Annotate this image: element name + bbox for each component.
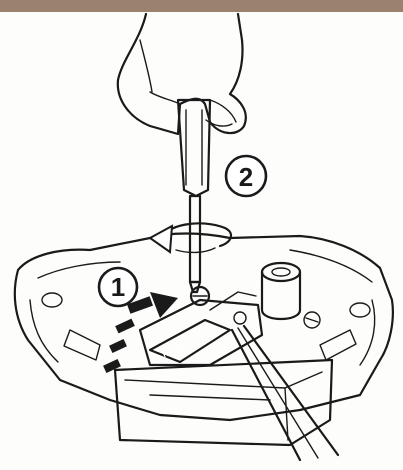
brand-label: Hirschmann [162, 335, 204, 360]
step-number-2: 2 [239, 162, 253, 192]
screwdriver [178, 100, 210, 292]
coax-connector [262, 263, 320, 328]
mounting-frame [15, 234, 393, 421]
step-badge-2: 2 [226, 156, 266, 196]
step-badge-1: 1 [99, 268, 137, 306]
hand [118, 14, 246, 134]
step-number-1: 1 [111, 272, 125, 302]
